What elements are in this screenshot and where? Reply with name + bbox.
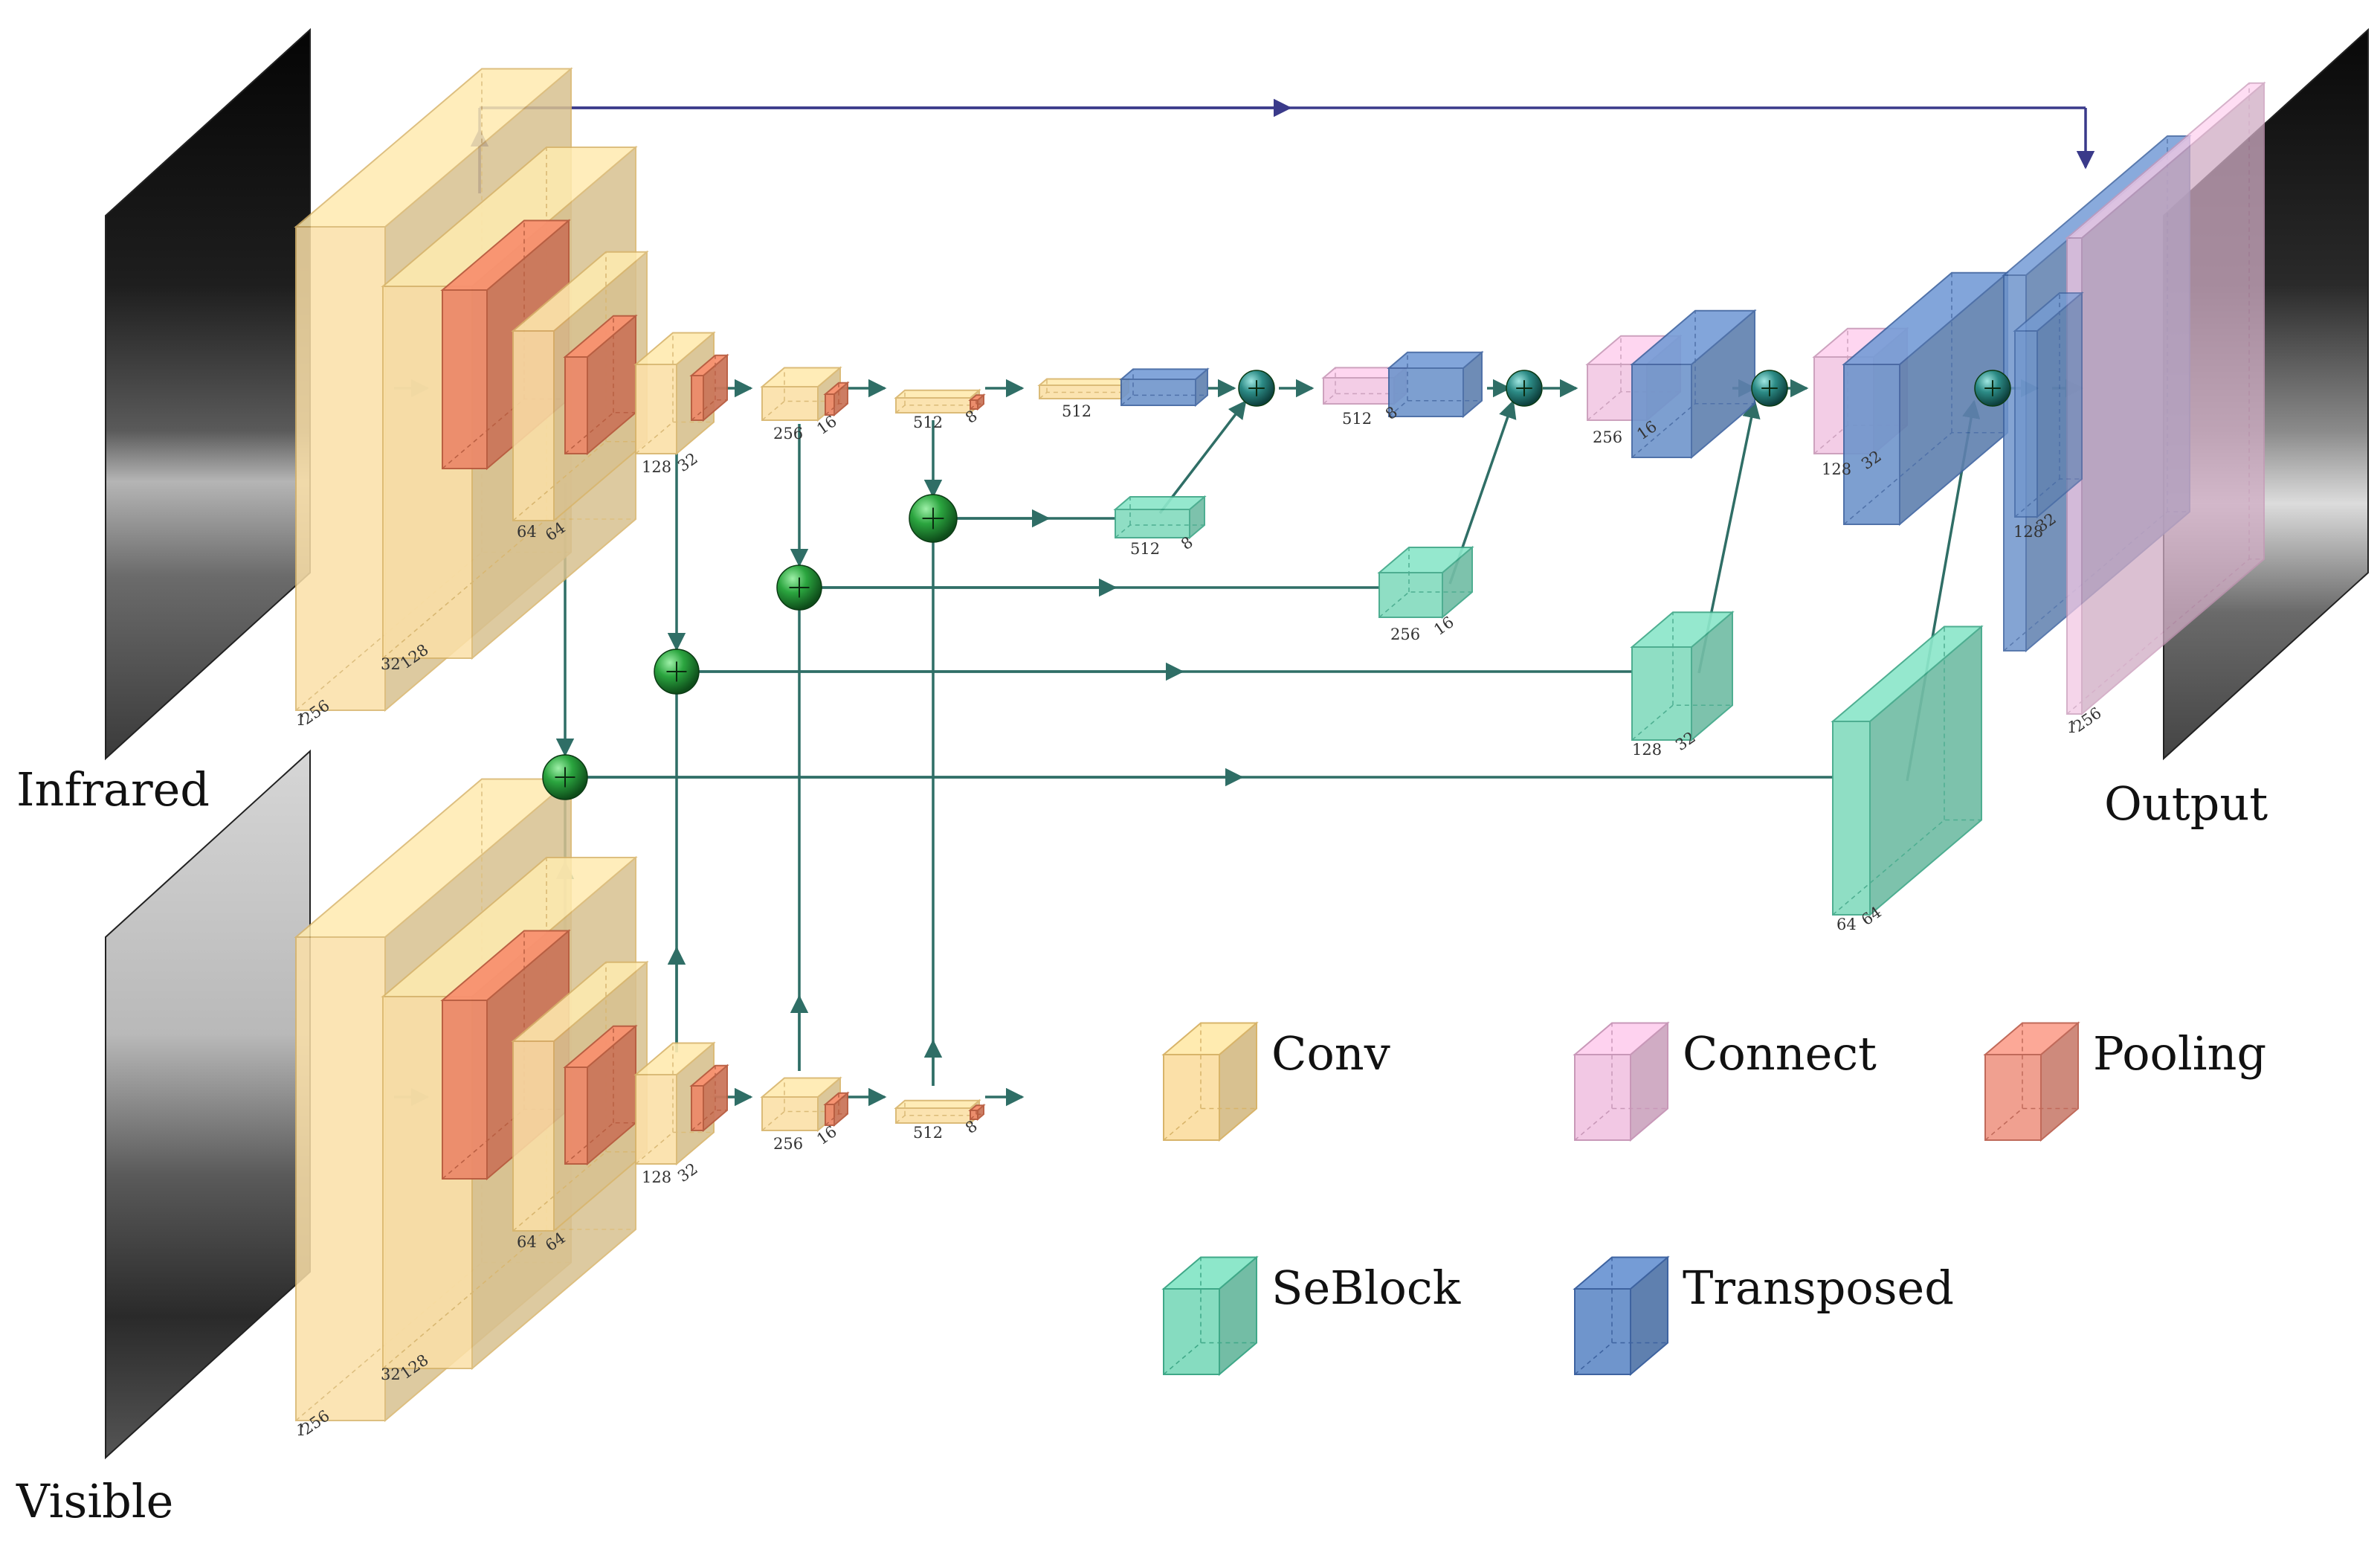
adder-node-4 (1974, 370, 2011, 407)
dim-label-ir_256b: 256 (773, 425, 803, 443)
seblock-1-to-adder-arrow (1158, 400, 1247, 515)
infrared-conv-4-block (633, 331, 716, 456)
dim-label-ir_1: 1 (296, 711, 306, 729)
legend-label-pooling: Pooling (2093, 1026, 2266, 1081)
decoder-transposed-1-block (1387, 350, 1484, 419)
legend-label-seblock: SeBlock (1271, 1261, 1461, 1315)
visible-pool-5-block (968, 1104, 986, 1122)
infrared-conv-5-block (760, 366, 842, 422)
fusion-node-3 (776, 564, 822, 611)
dim-label-se3_128: 128 (1632, 741, 1662, 759)
dim-label-se4_64a: 64 (1836, 916, 1857, 933)
dim-label-out_1: 1 (2067, 718, 2077, 736)
dim-label-ir_512: 512 (913, 414, 943, 431)
visible-pool-4-block (823, 1091, 850, 1127)
dim-label-vis_128b: 128 (642, 1168, 671, 1186)
dim-label-up2_256: 256 (1593, 428, 1622, 446)
dim-label-ir_32: 32 (381, 655, 401, 673)
bottleneck-transposed-block (1119, 367, 1210, 408)
fusion-node-2 (654, 649, 700, 695)
dim-label-ir_32b: 32 (674, 449, 701, 475)
dim-label-vis_512: 512 (913, 1124, 943, 1142)
dim-label-ir_64a: 64 (517, 523, 537, 541)
legend-label-conv: Conv (1271, 1026, 1390, 1081)
legend-item-connect: Connect (1573, 1021, 1877, 1142)
fusion-nodes (542, 370, 2011, 800)
dim-label-se1_512: 512 (1130, 540, 1160, 558)
seblock-3-block (1630, 611, 1735, 742)
dim-label-ir_128b: 128 (642, 458, 671, 476)
decoder-transposed-3-block (1842, 271, 2010, 527)
fusion-node-4 (909, 494, 958, 543)
infrared-pool-2-block (563, 314, 638, 456)
adder-node-1 (1238, 370, 1275, 407)
infrared-pool-3-block (689, 353, 729, 422)
visible-image (105, 749, 311, 1460)
legend-item-conv: Conv (1161, 1021, 1390, 1142)
dim-label-up3_128: 128 (1822, 460, 1851, 478)
visible-label: Visible (16, 1474, 173, 1528)
legend-item-transposed: Transposed (1573, 1255, 1954, 1377)
visible-pool-3-block (689, 1064, 729, 1133)
legend-label-connect: Connect (1683, 1026, 1877, 1081)
decoder-transposed-2-block (1630, 309, 1757, 460)
dim-label-vis_64a: 64 (517, 1233, 537, 1251)
dim-label-vis_32: 32 (381, 1365, 401, 1383)
dim-label-up1_512: 512 (1342, 410, 1372, 428)
bottleneck-conv-block (1037, 377, 1131, 401)
adder-node-3 (1751, 370, 1788, 407)
legend-item-pooling: Pooling (1983, 1021, 2266, 1142)
legend-label-transposed: Transposed (1683, 1261, 1954, 1315)
dim-label-mid_512: 512 (1062, 402, 1091, 420)
seblock-4-block (1831, 625, 1984, 917)
output-transposed-inner-block (2013, 291, 2084, 519)
infrared-image (105, 28, 311, 761)
infrared-pool-4-block (823, 381, 850, 417)
layer-blocks (294, 67, 2266, 1423)
dim-label-out_128: 128 (2013, 523, 2043, 541)
output-label: Output (2104, 776, 2268, 831)
dim-label-vis_1: 1 (296, 1421, 306, 1439)
dim-label-se1_8: 8 (1178, 533, 1196, 553)
dim-label-se2_256: 256 (1390, 625, 1420, 643)
dim-label-vis_256b: 256 (773, 1135, 803, 1153)
visible-pool-2-block (563, 1024, 638, 1166)
adder-node-2 (1506, 370, 1543, 407)
connection-arrows (394, 98, 2095, 1107)
seblock-2-block (1377, 545, 1474, 620)
infrared-label: Infrared (16, 762, 210, 817)
dim-label-vis_32b: 32 (674, 1159, 701, 1185)
infrared-pool-5-block (968, 393, 986, 411)
fusion-node-1 (542, 754, 588, 800)
seblock-1-block (1113, 495, 1207, 540)
legend-item-seblock: SeBlock (1161, 1255, 1461, 1377)
